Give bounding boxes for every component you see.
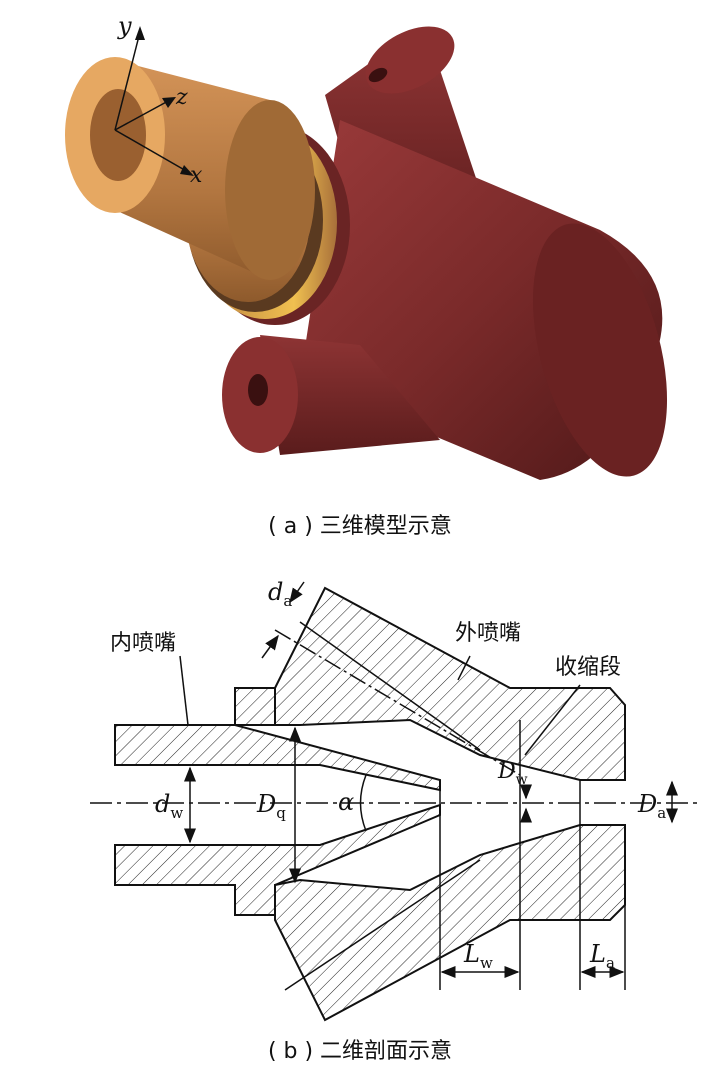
caption-a: ( a ) 三维模型示意 [268, 514, 452, 539]
axis-y-label: y [117, 12, 132, 40]
outer-nozzle-section [274, 586, 626, 1022]
dim-Dw-label: Dw [497, 759, 528, 788]
coordinate-axes [114, 26, 194, 176]
dim-Da-label: Da [637, 790, 666, 822]
label-inner-nozzle: 内喷嘴 [110, 631, 176, 656]
lower-branch [222, 335, 440, 455]
dim-La-label: La [589, 940, 615, 972]
caption-b: ( b ) 二维剖面示意 [267, 1039, 453, 1064]
model-3d-illustration: y z x [65, 12, 668, 480]
dim-dw-label: dw [155, 790, 183, 822]
axis-z-label: z [175, 85, 188, 110]
inner-nozzle-cylinder [65, 57, 315, 280]
dim-alpha-label: α [338, 788, 354, 816]
label-convergent-section: 收缩段 [555, 655, 621, 680]
axis-x-label: x [190, 163, 203, 188]
dim-da-label: da [268, 578, 292, 610]
section-2d-drawing: 内喷嘴 外喷嘴 收缩段 da dw Dq α Dw Da Lw La [90, 578, 700, 1022]
dimension-arrows [179, 581, 678, 978]
label-outer-nozzle: 外喷嘴 [455, 621, 521, 646]
dim-Lw-label: Lw [463, 940, 493, 972]
dim-Dq-label: Dq [256, 790, 286, 822]
